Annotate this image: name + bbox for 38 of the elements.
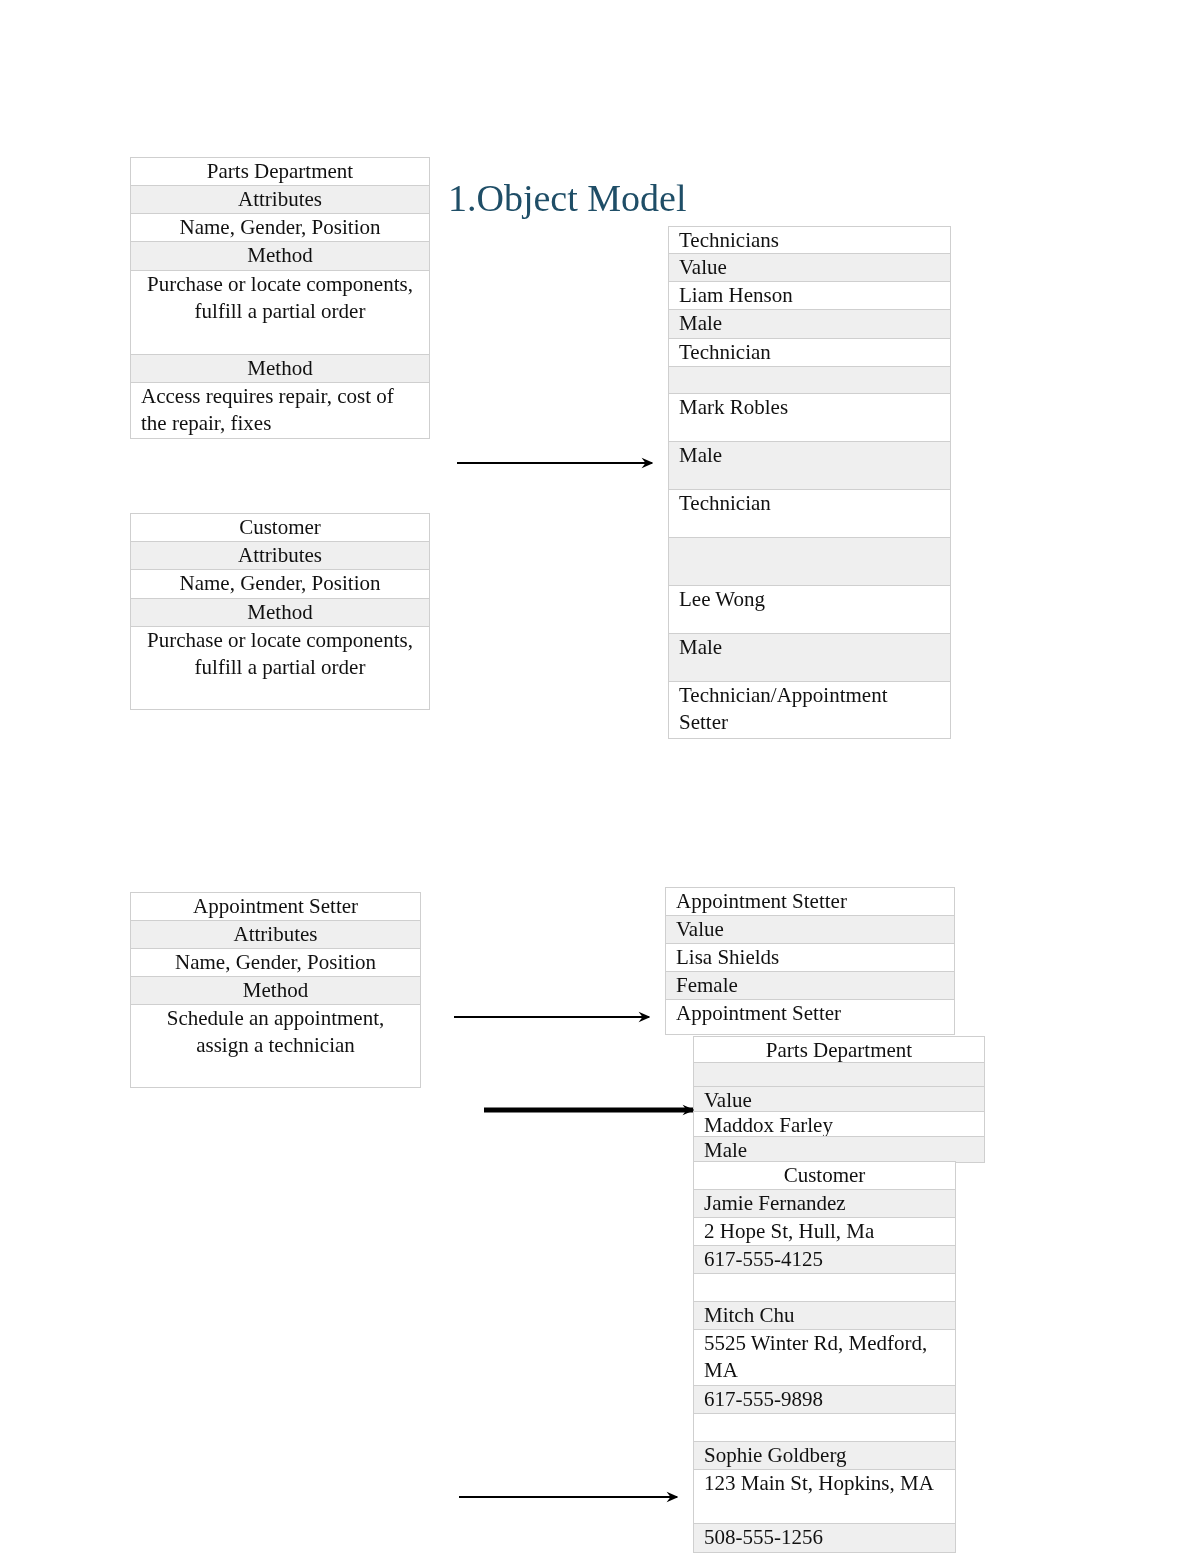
table-row: 617-555-9898 (694, 1386, 955, 1414)
arrow (458, 1491, 679, 1503)
arrow (456, 457, 654, 469)
table-row: Value (694, 1087, 984, 1112)
class-table (130, 513, 430, 710)
table-row-text: Technician/Appointment Setter (678, 682, 889, 736)
table-row: Male (669, 310, 950, 339)
table-row: Method (131, 977, 420, 1005)
table-row: Method (131, 355, 429, 383)
class-table (668, 226, 951, 739)
table-row: Male (669, 634, 950, 682)
table-row: Attributes (131, 542, 429, 570)
table-row-text: Access requires repair, cost of the repair, fixes (140, 383, 395, 437)
class-table (665, 887, 955, 1035)
table-row: 508-555-1256 (694, 1524, 955, 1552)
arrow (484, 1104, 695, 1116)
table-row-text: Appointment Setter (675, 1000, 843, 1027)
table-row-text: Purchase or locate components, fulfill a partial order (146, 627, 414, 681)
table-row: Method (131, 599, 429, 627)
class-table (693, 1161, 956, 1553)
table-row-text: Schedule an appointment, assign a technician (165, 1005, 386, 1059)
arrow (453, 1011, 651, 1023)
table-row: Jamie Fernandez (694, 1190, 955, 1218)
table-row: Attributes (131, 921, 420, 949)
table-row: Female (666, 972, 954, 1000)
class-table (693, 1036, 985, 1163)
table-row: Mitch Chu (694, 1302, 955, 1330)
page-title: 1.Object Model (448, 176, 687, 220)
table-row: Method (131, 242, 429, 271)
class-table (130, 157, 430, 439)
table-row: Male (669, 442, 950, 490)
table-row: Male (694, 1137, 984, 1162)
table-row: Value (669, 254, 950, 282)
class-table (130, 892, 421, 1088)
table-row: Sophie Goldberg (694, 1442, 955, 1470)
table-row: 617-555-4125 (694, 1246, 955, 1274)
table-row: Attributes (131, 186, 429, 214)
table-row: Value (666, 916, 954, 944)
